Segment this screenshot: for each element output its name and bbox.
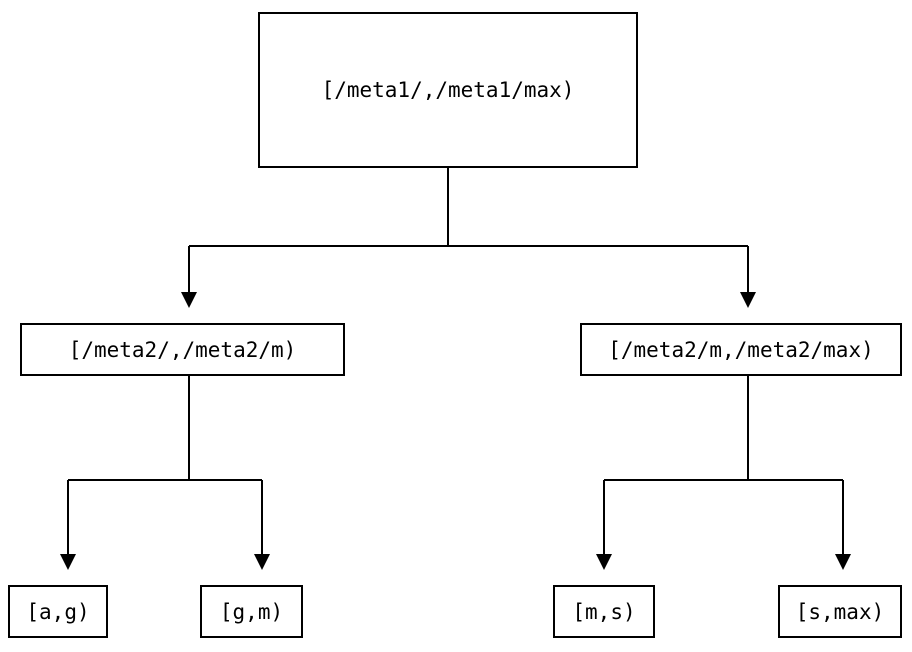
arrowhead-leaf-s-max xyxy=(835,554,851,570)
tree-node-leaf-g-m-label: [g,m) xyxy=(219,599,284,624)
tree-node-root[interactable]: [/meta1/,/meta1/max) xyxy=(258,12,638,168)
edge-group-mid-right xyxy=(603,376,844,555)
arrowhead-leaf-a-g xyxy=(60,554,76,570)
arrowhead-mid-right xyxy=(740,292,756,308)
tree-node-leaf-m-s-label: [m,s) xyxy=(572,599,636,624)
tree-node-mid-left[interactable]: [/meta2/,/meta2/m) xyxy=(20,323,345,376)
edge-group-mid-left xyxy=(67,376,263,555)
arrowhead-leaf-g-m xyxy=(254,554,270,570)
tree-node-leaf-a-g-label: [a,g) xyxy=(26,599,90,624)
tree-node-leaf-s-max-label: [s,max) xyxy=(795,599,885,624)
arrowhead-mid-left xyxy=(181,292,197,308)
edge-group-root xyxy=(188,168,749,293)
tree-node-leaf-g-m[interactable]: [g,m) xyxy=(200,585,303,638)
tree-node-mid-right[interactable]: [/meta2/m,/meta2/max) xyxy=(580,323,902,376)
tree-node-mid-left-label: [/meta2/,/meta2/m) xyxy=(68,337,297,362)
tree-node-leaf-s-max[interactable]: [s,max) xyxy=(778,585,902,638)
arrowhead-leaf-m-s xyxy=(596,554,612,570)
tree-node-leaf-m-s[interactable]: [m,s) xyxy=(553,585,655,638)
tree-node-root-label: [/meta1/,/meta1/max) xyxy=(321,78,575,102)
tree-node-leaf-a-g[interactable]: [a,g) xyxy=(8,585,108,638)
tree-node-mid-right-label: [/meta2/m,/meta2/max) xyxy=(608,337,874,362)
